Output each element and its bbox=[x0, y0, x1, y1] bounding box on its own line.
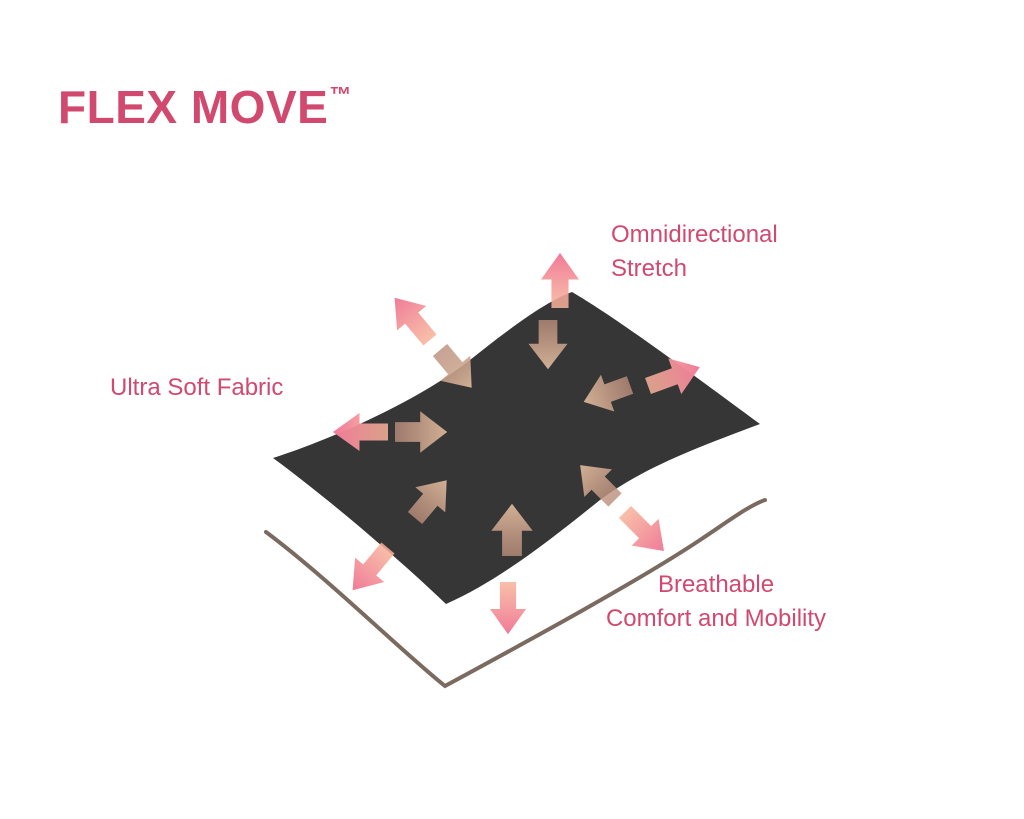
label-breath-line-1: Breathable bbox=[657, 571, 775, 598]
label-ultra-soft-fabric: Ultra Soft Fabric bbox=[110, 374, 284, 401]
base-curve-line bbox=[264, 498, 767, 689]
page-title: FLEX MOVE™ bbox=[58, 80, 352, 134]
arrow-out-icon bbox=[380, 285, 445, 353]
arrow-out-icon bbox=[490, 582, 526, 635]
label-stretch-line-1: Omnidirectional bbox=[611, 221, 778, 248]
arrow-out-icon bbox=[611, 498, 678, 565]
trademark-mark: ™ bbox=[329, 82, 352, 107]
label-breathable: Breathable Comfort and Mobility bbox=[576, 568, 856, 636]
label-omnidirectional-stretch: Omnidirectional Stretch bbox=[611, 218, 778, 286]
fabric-sheet bbox=[273, 292, 760, 604]
label-stretch-line-2: Stretch bbox=[611, 255, 688, 282]
title-text: FLEX MOVE bbox=[58, 81, 329, 133]
label-breath-line-2: Comfort and Mobility bbox=[605, 605, 827, 632]
